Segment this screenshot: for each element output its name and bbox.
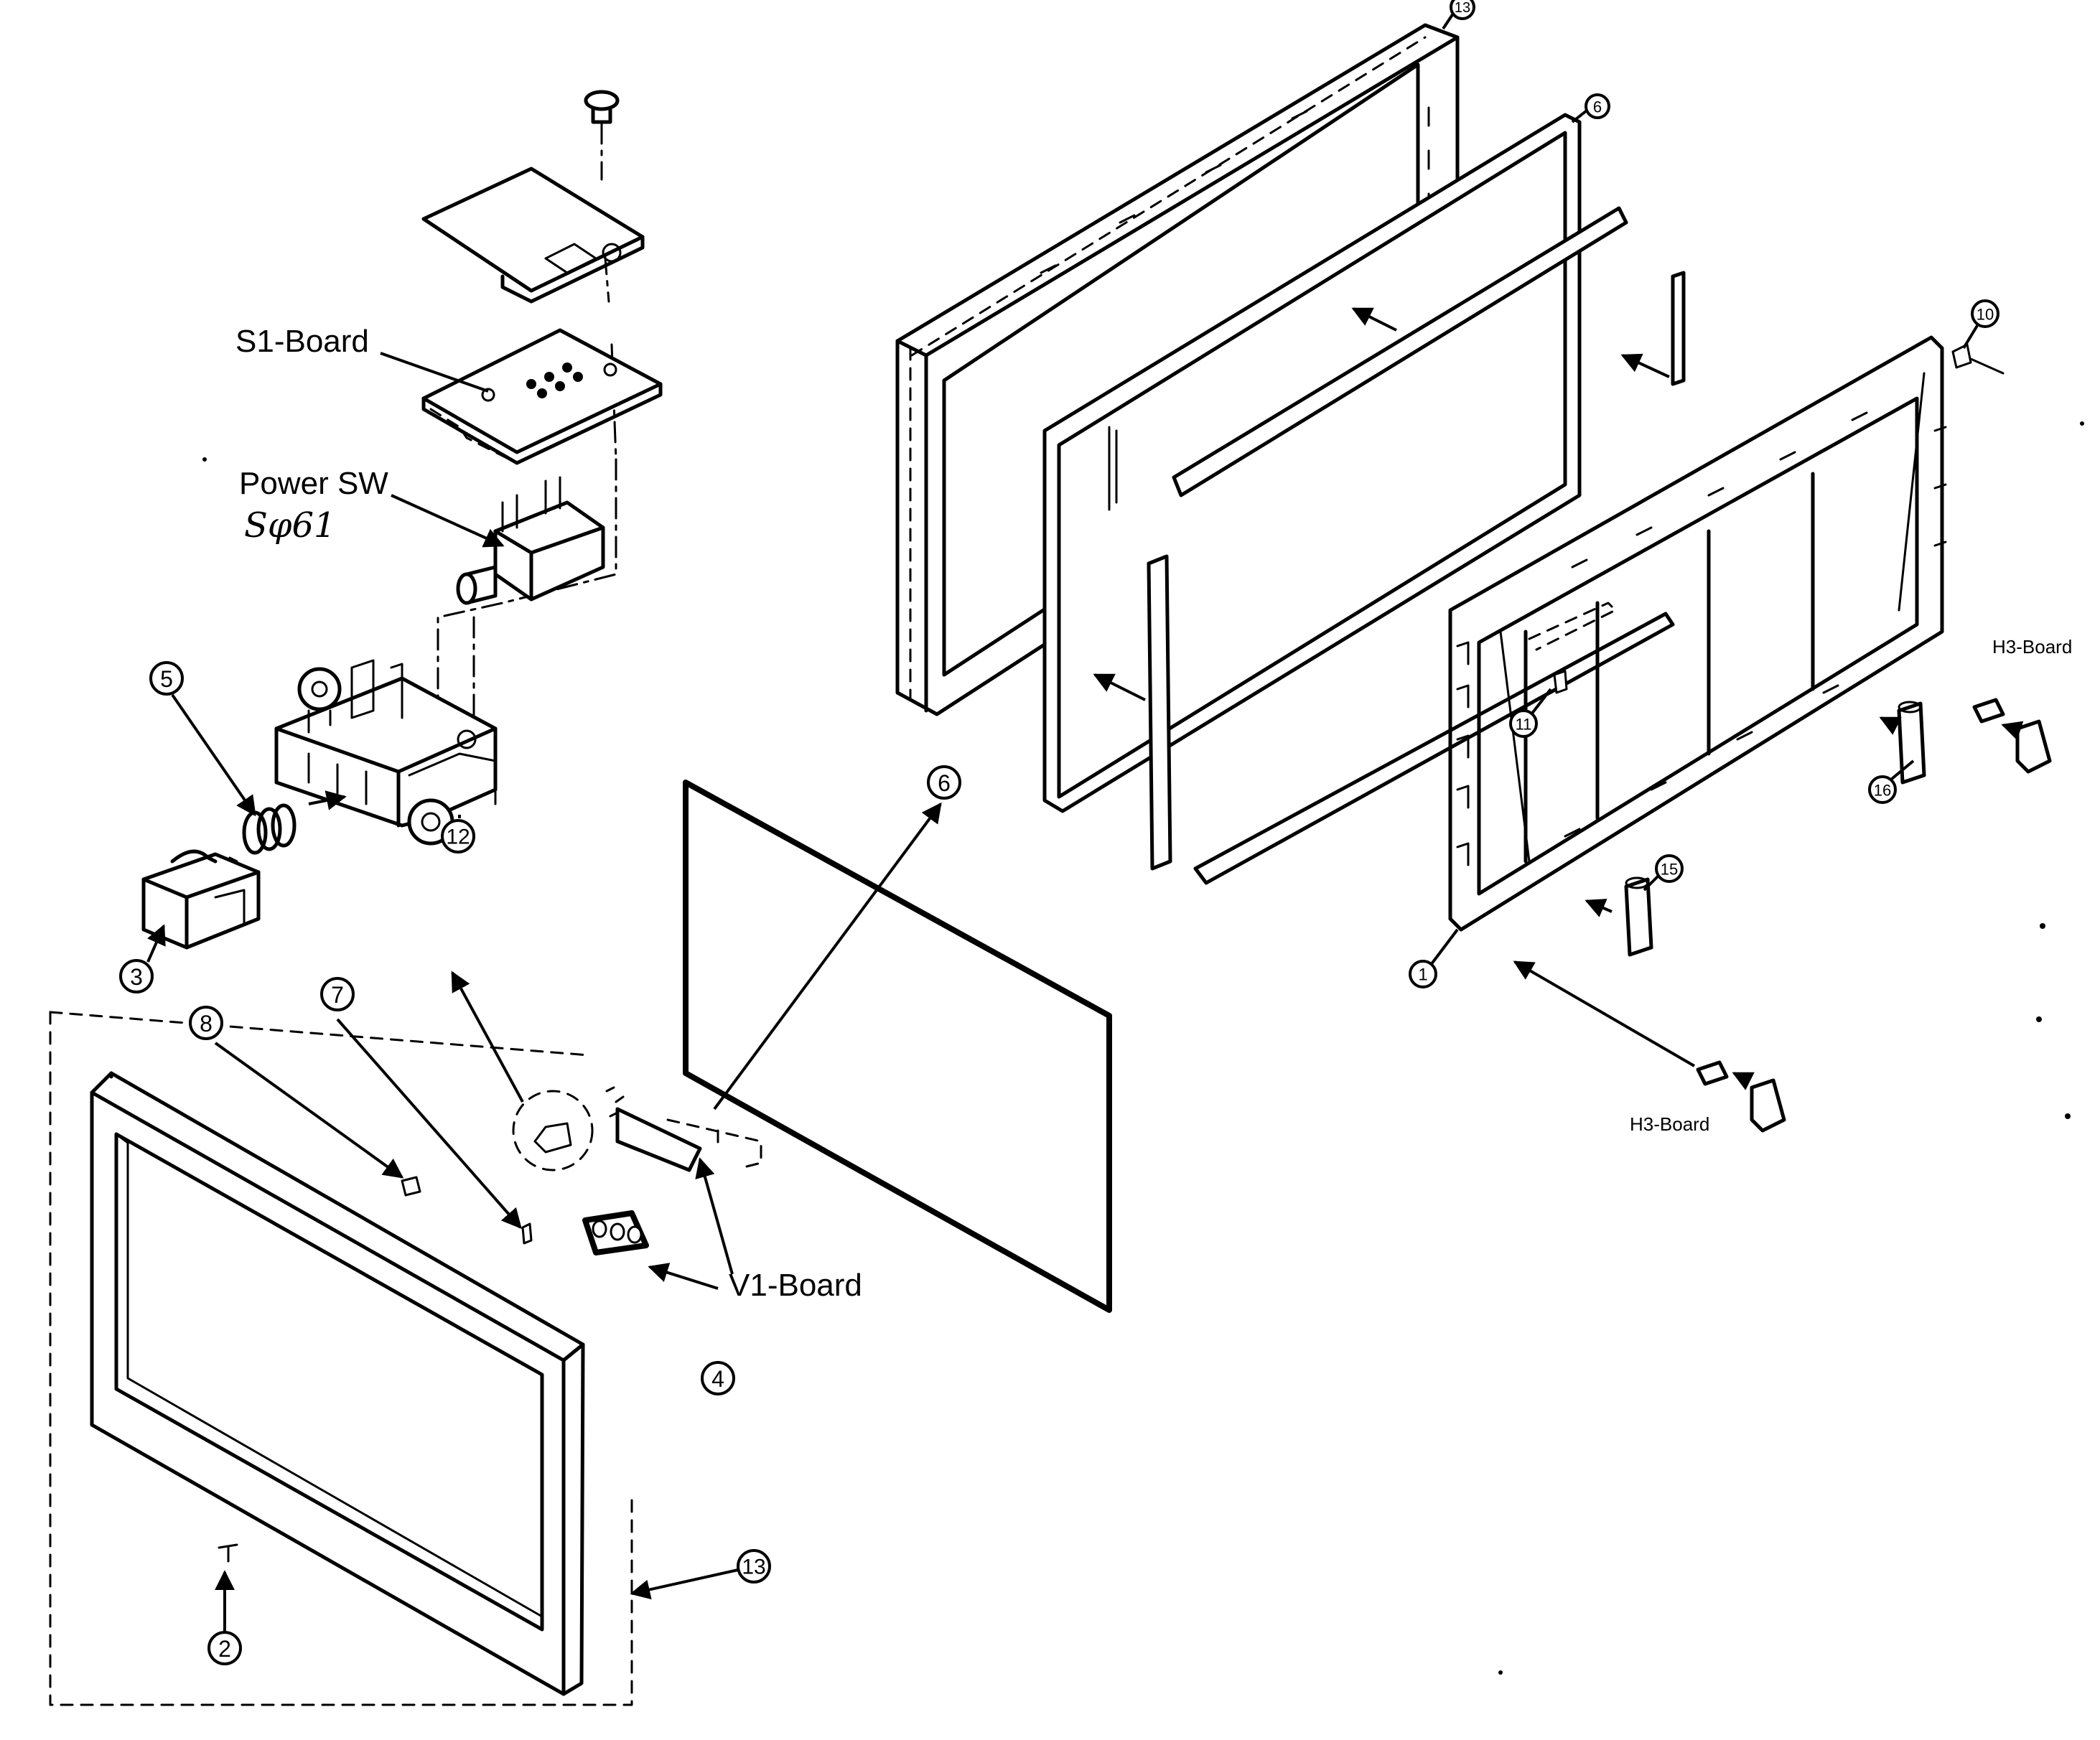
label-h3-board-bottom: H3-Board	[1630, 1113, 1709, 1135]
callout-3: 3	[119, 959, 154, 993]
screw-icon	[584, 90, 620, 124]
callouts: 1 2 3 4 5 6 6 7	[119, 0, 1999, 1665]
svg-text:4: 4	[711, 1366, 724, 1392]
callout-12: 12	[441, 819, 475, 853]
label-s1-board: S1-Board	[235, 324, 369, 359]
v1-board-plate	[615, 1107, 762, 1172]
small-part-2	[218, 1543, 238, 1563]
svg-text:16: 16	[1874, 782, 1891, 800]
svg-text:11: 11	[1516, 716, 1532, 734]
small-part-8	[401, 1176, 421, 1197]
h3-board-bottom	[1513, 960, 1786, 1133]
switch-holder-bracket	[274, 659, 498, 846]
callout-8: 8	[189, 1006, 223, 1040]
rail-right-vertical	[1671, 271, 1686, 386]
chassis-frame	[1448, 335, 1947, 932]
callout-16: 16	[1868, 775, 1897, 804]
bracket-plate	[421, 167, 645, 304]
connector-15	[1585, 876, 1653, 957]
spring-icon	[242, 790, 347, 855]
leader-lines	[146, 6, 1979, 1633]
svg-text:10: 10	[1977, 306, 1994, 324]
power-switch-body	[456, 476, 605, 605]
callout-10: 10	[1971, 299, 1999, 328]
svg-text:1: 1	[1418, 965, 1427, 985]
svg-text:12: 12	[446, 825, 470, 849]
svg-text:8: 8	[200, 1011, 213, 1037]
callout-11: 11	[1509, 709, 1538, 738]
power-switch-assembly	[141, 90, 663, 950]
label-h3-board-top: H3-Board	[1992, 636, 2072, 658]
callout-6-large: 6	[927, 765, 961, 800]
svg-text:7: 7	[331, 982, 344, 1008]
callout-6-small: 6	[1585, 93, 1610, 119]
push-button-cap	[141, 849, 261, 950]
rail-top	[1172, 206, 1628, 497]
detail-magnifier	[512, 1086, 625, 1171]
front-bezel-assembly	[49, 1011, 762, 1706]
callout-1: 1	[1409, 960, 1437, 988]
svg-text:15: 15	[1661, 861, 1678, 879]
small-part-7	[521, 1222, 533, 1245]
callout-13-bottom: 13	[737, 1549, 771, 1584]
svg-text:6: 6	[1593, 98, 1602, 116]
label-power-sw: Power SW	[239, 466, 388, 501]
button-strip	[582, 1210, 649, 1255]
clamp-11	[1553, 670, 1568, 694]
rail-left-vertical	[1147, 554, 1172, 871]
svg-text:5: 5	[160, 666, 173, 692]
scan-specks	[202, 421, 2084, 1675]
svg-text:6: 6	[938, 770, 951, 796]
svg-text:3: 3	[130, 964, 143, 990]
label-power-sw-note: Sφ61	[244, 505, 336, 546]
svg-text:13: 13	[742, 1556, 765, 1579]
part-labels: S1-Board Power SW Sφ61 V1-Board H3-Board…	[235, 324, 2072, 1303]
s1-board	[421, 328, 663, 465]
label-v1-board: V1-Board	[729, 1268, 862, 1303]
glass-filter-small	[1042, 113, 1582, 813]
callout-5: 5	[149, 661, 184, 696]
connector-16	[1879, 701, 1926, 785]
h3-board-top	[1972, 698, 2052, 774]
callout-2: 2	[207, 1631, 242, 1665]
callout-13-top: 13	[1450, 0, 1475, 20]
callout-4: 4	[701, 1361, 735, 1395]
svg-text:13: 13	[1455, 0, 1470, 16]
callout-7: 7	[320, 977, 355, 1011]
svg-text:2: 2	[218, 1636, 231, 1662]
glass-panel-large	[683, 780, 1112, 1313]
clamp-10	[1951, 343, 2005, 375]
callout-15: 15	[1655, 854, 1684, 883]
front-bezel	[90, 1071, 585, 1696]
